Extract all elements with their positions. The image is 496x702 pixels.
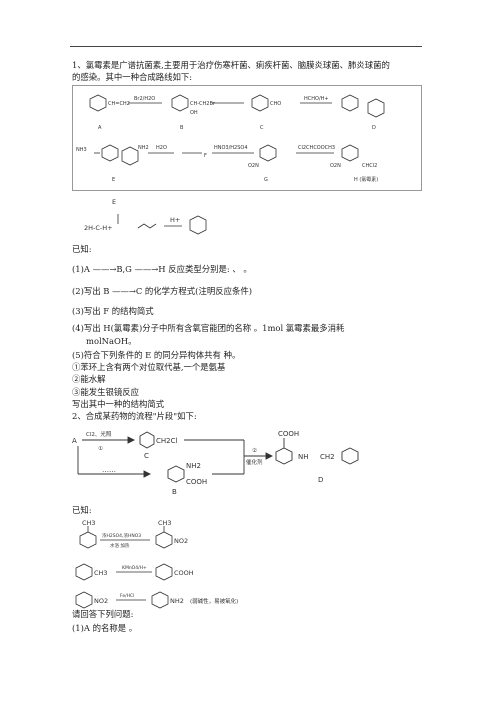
header-rule	[70, 46, 422, 47]
q1-item-4: (4)写出 H(氯霉素)分子中所有含氧官能团的名称 。1mol 氯霉素最多消耗	[72, 323, 345, 333]
dioxane-ring-e	[121, 146, 139, 166]
known-reactants: 2H-C-H+	[84, 224, 113, 232]
nitrotoluene-ring	[155, 531, 173, 549]
q2-step2: ②	[252, 447, 257, 454]
label-c: C	[260, 125, 264, 131]
known-catalyst: H+	[170, 216, 180, 224]
r3-right: NH2	[170, 597, 184, 605]
r2-reagent: KMnO4/H+	[122, 565, 147, 571]
q2-nh: NH	[298, 453, 309, 461]
dioxane-ring-d	[367, 98, 385, 118]
r3-note: (弱碱性，易被氧化)	[190, 597, 238, 605]
frag-nh2: NH2	[138, 145, 149, 151]
frag-ch-ch2: CH=CH2	[108, 101, 130, 107]
label-d: D	[372, 125, 376, 131]
dioxolane-ring	[189, 215, 207, 235]
r3-left: NO2	[94, 597, 108, 605]
q2-b: B	[172, 488, 177, 496]
q2-title: 2、合成某药物的流程"片段"如下:	[72, 411, 197, 421]
label-h: H (氯霉素)	[354, 176, 378, 183]
q2-item-1: (1)A 的名称是 。	[72, 623, 138, 633]
q2-d: D	[318, 476, 323, 484]
nitrobenzene-ring	[75, 591, 93, 609]
r1-right: NO2	[174, 537, 188, 545]
benzoic-ring	[155, 563, 173, 581]
frag-oh: OH	[190, 110, 198, 116]
benzene-ring-d3	[341, 447, 359, 465]
label-a: A	[98, 125, 102, 131]
q2-cooh-b: COOH	[186, 478, 207, 486]
frag-chcl2: CHCl2	[362, 163, 377, 169]
reagent-h2o: H2O	[156, 145, 167, 151]
q1-item-4-cont: molNaOH。	[86, 336, 137, 346]
q2-dots: ……	[102, 466, 116, 474]
q1-intro-line2: 的感染。其中一种合成路线如下:	[72, 72, 193, 82]
toluene-ring-1	[79, 531, 97, 549]
label-f: F	[204, 153, 207, 159]
q1-item-3: (3)写出 F 的结构简式	[72, 306, 154, 316]
q1-known-reaction: E 2H-C-H+ H+	[84, 198, 207, 235]
label-b: B	[180, 125, 184, 131]
reagent-2: HCHO/H+	[304, 96, 329, 102]
toluene-ring-2	[75, 563, 93, 581]
q1-item-1: (1)A ——→B,G ——→H 反应类型分别是: 、 。	[72, 264, 252, 274]
label-g: G	[264, 177, 268, 183]
q2-nh2: NH2	[186, 462, 201, 470]
q1-intro-line1: 1、氯霉素是广谱抗菌素,主要用于治疗伤寒杆菌、痢疾杆菌、脑膜炎球菌、肺炎球菌的	[72, 60, 390, 70]
reagent-nh3: NH3	[76, 147, 87, 153]
benzene-ring-b2	[167, 465, 185, 483]
q1-cond-2: ②能水解	[72, 374, 106, 384]
reagent-1: Br2/H2O	[134, 96, 155, 102]
q1-cond-3: ③能发生银镜反应	[72, 387, 139, 397]
q1-cond-1: ①苯环上含有两个对位取代基,一个是氨基	[72, 362, 226, 372]
alkyl-chain	[137, 223, 157, 229]
r1-left: CH3	[82, 519, 96, 527]
known-label-e: E	[112, 198, 116, 206]
frag-ch-ch2br: CH-CH2Br	[190, 101, 216, 107]
scheme-frame	[72, 85, 422, 191]
reagent-nitration: HNO3/H2SO4	[214, 145, 248, 151]
benzene-ring-b	[171, 94, 189, 112]
benzene-ring-a	[89, 94, 107, 112]
benzene-ring-e	[101, 144, 119, 162]
q1-item-2: (2)写出 B ——→C 的化学方程式(注明反应条件)	[72, 286, 252, 296]
q2-ask: 请回答下列问题:	[72, 609, 134, 619]
frag-cho: CHO	[270, 101, 281, 107]
benzene-ring-c	[251, 94, 269, 112]
q1-synthesis-scheme: CH=CH2 CH-CH2Br OH CHO Br2/H2O HCHO/H+ A…	[72, 85, 422, 191]
q2-catalyst: 催化剂	[246, 458, 263, 466]
q1-item-5-ask: 写出其中一种的结构简式	[72, 399, 165, 409]
reagent-ester: Cl2CHCOOCH3	[298, 145, 335, 151]
q2-step1: ①	[98, 446, 103, 452]
r3-reagent: Fe/HCl	[120, 593, 134, 599]
benzene-ring-d2	[275, 447, 293, 465]
q2-cooh-d: COOH	[278, 430, 299, 438]
q2-flow-scheme: A Cl2、光照 ① CH2Cl C …… NH2 COOH B ② 催化剂 C…	[72, 430, 359, 496]
q2-a: A	[72, 437, 77, 445]
benzene-ring-c2	[139, 431, 155, 449]
benzene-ring-d	[341, 94, 359, 112]
q2-known-label: 已知:	[72, 505, 92, 515]
r1-right-top: CH3	[158, 519, 172, 527]
r2-right: COOH	[174, 569, 194, 577]
q2-ch2: CH2	[320, 453, 335, 461]
r1-reagent1: 浓H2SO4,浓HNO3	[102, 532, 141, 539]
label-e: E	[112, 177, 115, 183]
aniline-ring	[151, 591, 169, 609]
frag-o2n-h: O2N	[330, 163, 341, 169]
q2-ch2cl: CH2Cl	[156, 437, 177, 445]
q2-known-reactions: CH3 浓H2SO4,浓HNO3 水浴 加热 CH3 NO2 CH3 KMnO4…	[75, 519, 238, 609]
frag-o2n-g: O2N	[248, 163, 259, 169]
benzene-ring-g	[259, 144, 277, 162]
q1-known-label: 已知:	[72, 244, 92, 254]
q2-arrow1-cond: Cl2、光照	[86, 430, 112, 438]
q2-c: C	[144, 452, 149, 460]
r2-left: CH3	[94, 569, 108, 577]
q1-item-5: (5)符合下列条件的 E 的同分异构体共有 种。	[72, 350, 241, 360]
benzene-ring-h	[341, 144, 359, 162]
r1-reagent2: 水浴 加热	[110, 542, 130, 549]
